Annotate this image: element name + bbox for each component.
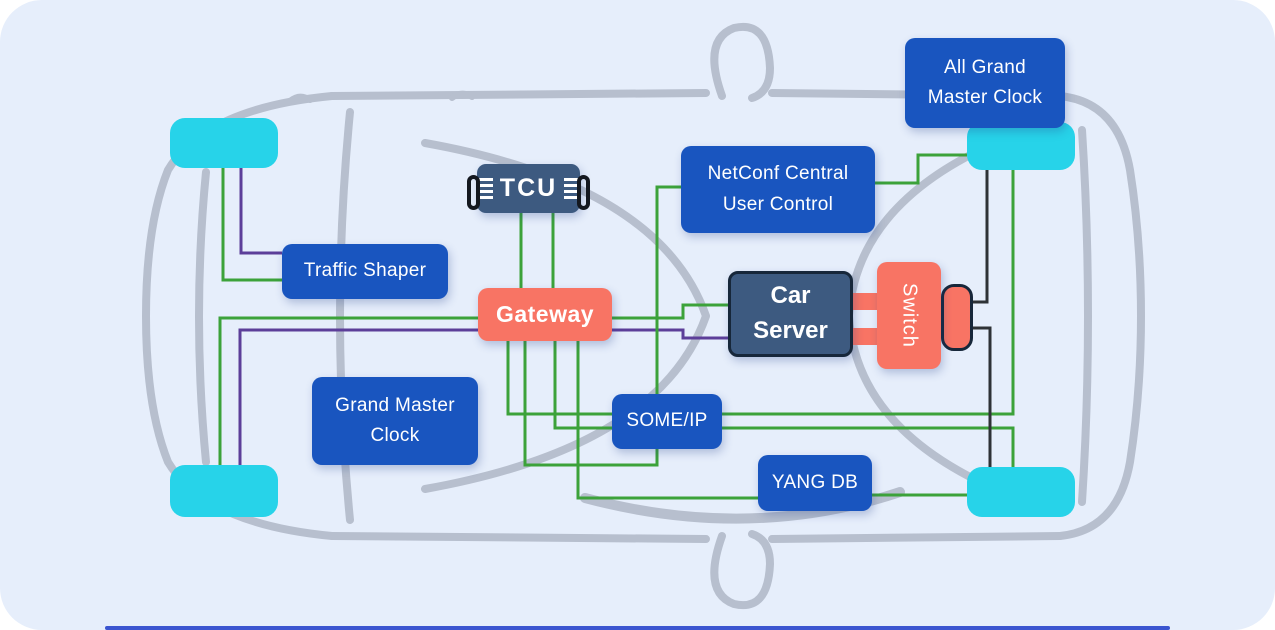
node-yang-db: YANG DB — [758, 455, 872, 511]
node-netconf-central-user-control: NetConf Central User Control — [681, 146, 875, 233]
node-gateway: Gateway — [478, 288, 612, 341]
edge-wheelfr-switchpill-black — [967, 170, 989, 304]
edge-gateway-someip-wheelfr — [506, 170, 1015, 416]
carserver-switch-connector-bottom — [851, 328, 879, 345]
node-grand-master-clock: Grand Master Clock — [312, 377, 478, 465]
node-traffic-shaper: Traffic Shaper — [282, 244, 448, 299]
car-top-edge-left — [328, 89, 710, 100]
car-nozzle-1 — [287, 93, 313, 104]
edge-wheelfl-trafficshaper-purple — [239, 168, 282, 255]
node-switch: Switch — [877, 262, 941, 369]
edge-netconf-wheelfr — [875, 153, 967, 185]
carserver-switch-connector-top — [851, 293, 879, 310]
tcu-lines-left-icon — [477, 178, 493, 199]
car-mirror-top — [710, 22, 774, 102]
edge-netconf-someip-gateway — [523, 185, 681, 467]
node-label: Gateway — [495, 301, 595, 327]
node-label: Traffic Shaper — [303, 260, 427, 282]
node-label: Grand Master — [335, 394, 455, 416]
tcu-lines-right-icon — [564, 178, 580, 199]
node-car-server: Car Server — [728, 271, 853, 357]
edges — [218, 153, 1015, 500]
edge-gateway-someip-wheelrr — [553, 341, 1015, 467]
edge-wheelrl-carserver-green — [218, 303, 728, 465]
edge-wheelfl-trafficshaper-green — [221, 168, 282, 282]
car-nozzle-2 — [449, 90, 475, 101]
node-label: Server — [753, 317, 828, 344]
tcu-bracket-left-icon — [467, 175, 480, 210]
edge-gateway-yangdb — [576, 341, 758, 500]
node-label: NetConf Central — [707, 163, 849, 185]
wheel-rear-left — [170, 465, 278, 517]
node-label: All Grand — [944, 56, 1026, 78]
node-label: User Control — [722, 193, 834, 215]
car-mirror-bottom — [710, 530, 774, 610]
car-trunk-line — [1078, 126, 1092, 506]
node-label: Switch — [898, 283, 921, 348]
node-label: Clock — [370, 425, 420, 446]
node-tcu: TCU — [467, 164, 590, 213]
node-all-grand-master-clock: All Grand Master Clock — [905, 38, 1065, 128]
wheel-rear-right — [967, 467, 1075, 517]
car-bottom-edge-right — [768, 532, 1064, 543]
wheel-front-right — [967, 122, 1075, 170]
node-some-ip: SOME/IP — [612, 394, 722, 449]
tcu-bracket-right-icon — [577, 175, 590, 210]
wheel-front-left — [170, 118, 278, 168]
bottom-page-edge — [105, 626, 1170, 630]
node-label: Car — [770, 282, 811, 310]
node-label: TCU — [499, 174, 558, 202]
edge-wheelrl-carserver-purple — [238, 328, 728, 465]
car-bottom-edge-left — [328, 532, 710, 543]
edge-switchpill-wheelrr-black — [967, 326, 992, 467]
switch-port-pill — [941, 284, 973, 351]
car-left-inner-line — [195, 168, 210, 466]
node-label: YANG DB — [771, 471, 859, 493]
node-label: Master Clock — [927, 87, 1043, 108]
node-label: SOME/IP — [626, 410, 708, 432]
car-rear — [1056, 92, 1145, 540]
